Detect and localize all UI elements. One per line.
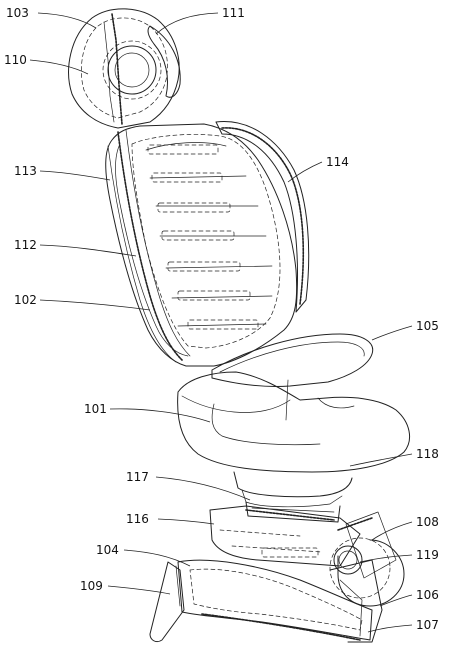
label-105: 105 xyxy=(416,319,439,333)
armrest-105 xyxy=(211,333,374,387)
lumbar-slats xyxy=(147,144,259,330)
label-119: 119 xyxy=(416,548,439,562)
label-108: 108 xyxy=(416,515,439,529)
backrest-cushion-102 xyxy=(131,134,281,349)
headrest xyxy=(68,8,180,129)
headrest-speaker-110 xyxy=(102,40,162,100)
label-113: 113 xyxy=(14,164,37,178)
leg-support-109 xyxy=(149,561,185,643)
backrest-shell-113 xyxy=(105,123,298,367)
reference-numerals: 103 111 110 113 114 112 102 105 101 118 … xyxy=(4,6,439,632)
label-110: 110 xyxy=(4,53,27,67)
leg-cushion-104 xyxy=(177,559,373,641)
label-109: 109 xyxy=(80,579,103,593)
label-112: 112 xyxy=(14,238,37,252)
label-103: 103 xyxy=(6,6,29,20)
leader-lines xyxy=(29,12,413,633)
label-107: 107 xyxy=(416,618,439,632)
seat-base-118 xyxy=(233,471,353,508)
label-114: 114 xyxy=(326,155,349,169)
label-106: 106 xyxy=(416,588,439,602)
side-bolster-114 xyxy=(215,121,310,313)
label-118: 118 xyxy=(416,447,439,461)
label-104: 104 xyxy=(96,543,119,557)
label-117: 117 xyxy=(126,470,149,484)
foot-edge-107 xyxy=(201,613,361,641)
label-116: 116 xyxy=(126,512,149,526)
headrest-cushion-111 xyxy=(147,25,181,98)
seat-cushion-101 xyxy=(177,371,411,473)
gear-119 xyxy=(329,537,391,599)
backrest-edge-112 xyxy=(107,129,191,363)
motor-108 xyxy=(337,511,405,607)
label-102: 102 xyxy=(14,293,37,307)
lower-frame-116 xyxy=(209,505,361,567)
label-111: 111 xyxy=(222,6,245,20)
leg-housing-106 xyxy=(329,559,383,643)
label-101: 101 xyxy=(84,402,107,416)
